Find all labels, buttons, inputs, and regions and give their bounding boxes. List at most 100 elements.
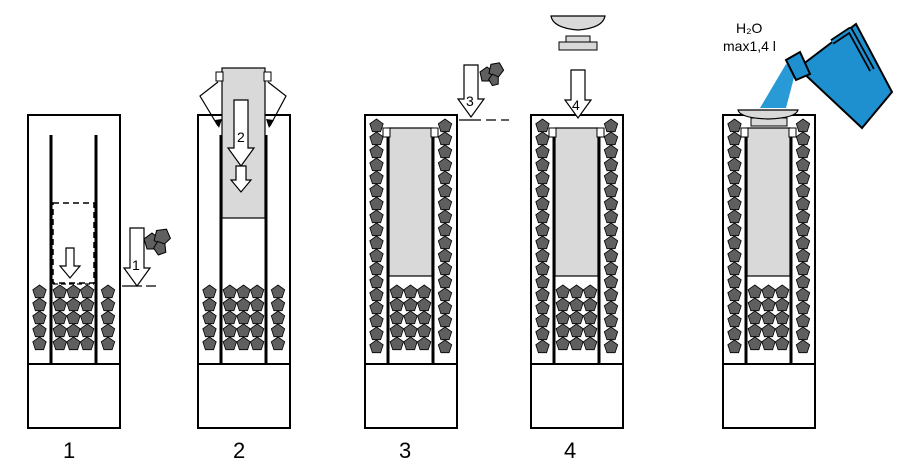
stone <box>249 284 265 299</box>
stone <box>774 310 790 325</box>
stone <box>249 336 265 351</box>
stone <box>761 284 776 299</box>
stone <box>416 310 432 325</box>
stone <box>369 196 384 211</box>
stone <box>32 336 47 351</box>
stone <box>416 297 432 312</box>
down-arrow-3-icon <box>456 64 486 119</box>
watering-can-icon <box>784 22 894 130</box>
stone <box>100 284 116 299</box>
stone <box>32 297 47 312</box>
step-label-3: 3 <box>399 438 411 463</box>
stone <box>369 183 384 198</box>
stone <box>369 300 384 315</box>
stone <box>52 297 68 312</box>
stone <box>437 131 453 146</box>
stone <box>535 222 550 237</box>
stone <box>79 297 95 312</box>
stone <box>369 170 384 185</box>
stone <box>569 323 584 338</box>
stone <box>795 339 811 354</box>
stone <box>727 118 742 133</box>
stone <box>727 235 742 250</box>
tab-left-2 <box>215 71 224 82</box>
stone <box>52 336 68 351</box>
stone <box>727 144 742 159</box>
stone <box>222 323 238 338</box>
tab-right-3 <box>430 127 439 138</box>
stone <box>747 284 763 299</box>
stone <box>535 144 550 159</box>
down-arrow-1-icon <box>122 227 152 288</box>
stone <box>437 170 453 185</box>
stone <box>52 310 68 325</box>
stone <box>369 209 384 224</box>
stone <box>236 284 251 299</box>
arrow-number-1: 1 <box>132 257 140 273</box>
stone <box>795 157 811 172</box>
stone <box>603 248 619 263</box>
water-formula: H₂O <box>736 20 763 36</box>
stone <box>202 323 217 338</box>
stone <box>369 248 384 263</box>
stone <box>437 287 453 302</box>
stone <box>603 261 619 276</box>
stone <box>369 131 384 146</box>
stone <box>727 157 742 172</box>
stone <box>403 323 418 338</box>
stone <box>416 284 432 299</box>
stone <box>270 323 286 338</box>
stone <box>727 222 742 237</box>
step-label-4: 4 <box>564 438 576 463</box>
stone <box>437 144 453 159</box>
stone <box>403 297 418 312</box>
outer-frame-3 <box>364 114 458 429</box>
stone <box>761 297 776 312</box>
stone <box>369 287 384 302</box>
guide-tip-left <box>215 119 222 128</box>
stone <box>66 284 81 299</box>
stone <box>535 131 550 146</box>
stone <box>603 144 619 159</box>
arrow-number-3: 3 <box>466 93 474 109</box>
stone <box>569 310 584 325</box>
outer-frame-1 <box>27 114 121 429</box>
stone <box>437 248 453 263</box>
stone <box>79 336 95 351</box>
stone <box>774 336 790 351</box>
stone <box>603 287 619 302</box>
stone <box>747 310 763 325</box>
stone <box>52 284 68 299</box>
stone <box>603 339 619 354</box>
stone <box>795 300 811 315</box>
stone <box>569 284 584 299</box>
stone <box>437 326 453 341</box>
stone <box>582 336 598 351</box>
stones-icon-3 <box>479 62 505 87</box>
arrow-number-4: 4 <box>572 97 580 113</box>
stone <box>603 157 619 172</box>
stone <box>389 310 405 325</box>
stone <box>79 310 95 325</box>
stone <box>222 336 238 351</box>
stone <box>416 336 432 351</box>
stone <box>795 170 811 185</box>
stone <box>79 323 95 338</box>
stone <box>727 170 742 185</box>
stone <box>437 196 453 211</box>
stone <box>32 323 47 338</box>
tab-right-2 <box>263 71 272 82</box>
stone <box>535 157 550 172</box>
stone <box>603 222 619 237</box>
down-arrow-2b-icon <box>229 165 253 193</box>
stone <box>535 313 550 328</box>
stone <box>249 297 265 312</box>
stone <box>270 284 286 299</box>
down-arrow-icon <box>58 247 82 279</box>
stone <box>603 313 619 328</box>
guide-line-right <box>267 81 287 127</box>
stone <box>603 170 619 185</box>
stone <box>569 336 584 351</box>
stone <box>437 157 453 172</box>
